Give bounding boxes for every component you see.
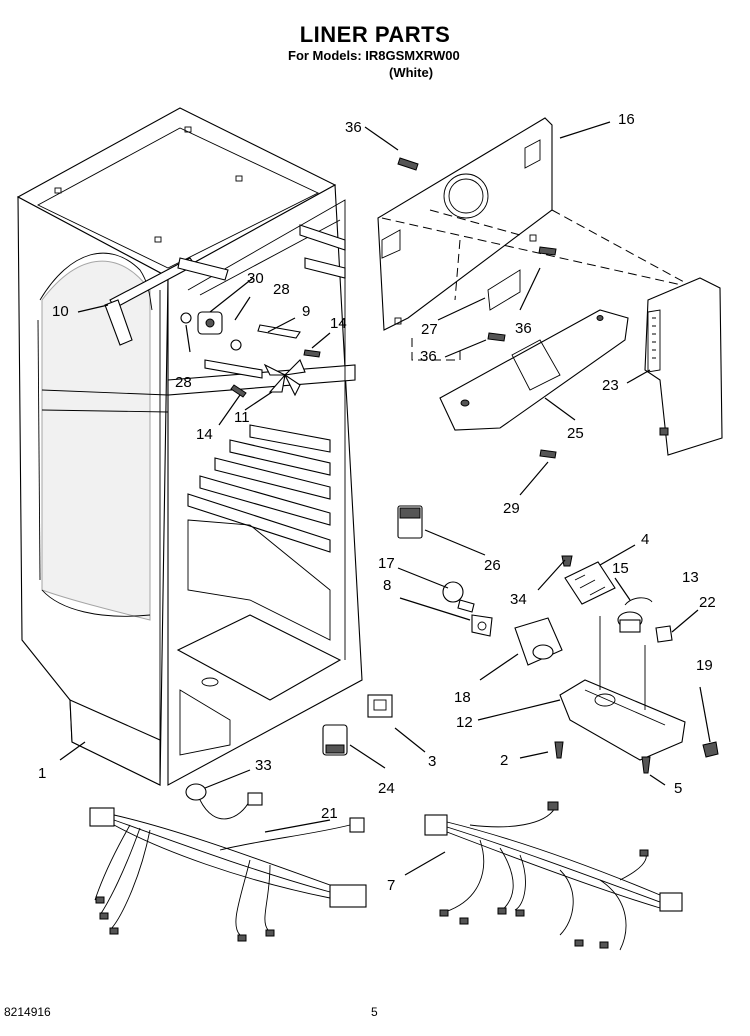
part-3-connector [367, 694, 393, 718]
part-29-screw [539, 449, 557, 459]
part-15-clip [624, 597, 653, 606]
page-number: 5 [371, 1005, 378, 1019]
callout-8: 8 [383, 577, 391, 594]
part-12-housing [559, 616, 686, 761]
shelf-rails [187, 224, 346, 553]
callout-30: 30 [247, 270, 264, 287]
callout-21: 21 [321, 805, 338, 822]
callout-11: 11 [234, 409, 250, 426]
callout-1: 1 [38, 765, 46, 782]
part-22-knob [655, 625, 673, 643]
callout-33: 33 [255, 757, 272, 774]
part-25-housing [439, 309, 629, 431]
part-14-screws [230, 349, 321, 398]
callout-34: 34 [510, 591, 527, 608]
part-11-fan-blade [263, 359, 306, 397]
callout-5: 5 [674, 780, 682, 797]
callout-15: 15 [612, 560, 629, 577]
callout-23: 23 [602, 377, 619, 394]
leader-lines [59, 121, 711, 876]
page-title: LINER PARTS [299, 22, 451, 47]
callout-28-left: 28 [175, 374, 192, 391]
callout-18: 18 [454, 689, 471, 706]
part-2-screw [554, 741, 564, 759]
callout-17: 17 [378, 555, 395, 572]
part-10-bracket [104, 257, 229, 346]
part-4-control [564, 561, 616, 605]
callout-26: 26 [484, 557, 501, 574]
callout-10: 10 [52, 303, 69, 320]
callout-12: 12 [456, 714, 473, 731]
doc-number: 8214916 [4, 1005, 51, 1019]
part-26-relay [397, 505, 423, 539]
callout-3: 3 [428, 753, 436, 770]
part-13-thermostat [617, 611, 643, 633]
color-line: (White) [389, 65, 434, 80]
part-9-bracket [204, 324, 301, 379]
callout-22: 22 [699, 594, 716, 611]
part-36-screws [397, 157, 557, 342]
models-line: For Models: IR8GSMXRW00 [288, 48, 460, 63]
callout-14-right: 14 [330, 315, 347, 332]
callout-36-mid: 36 [515, 320, 532, 337]
callout-27: 27 [421, 321, 438, 338]
callout-25: 25 [567, 425, 584, 442]
callout-29: 29 [503, 500, 520, 517]
callout-19: 19 [696, 657, 713, 674]
callout-36-top: 36 [345, 119, 362, 136]
part-19-switch [702, 741, 719, 758]
part-7-harness [424, 801, 683, 951]
callout-28-right: 28 [273, 281, 290, 298]
part-5-screw [641, 756, 651, 774]
callout-9: 9 [302, 303, 310, 320]
part-8-socket [471, 614, 493, 637]
part-30-motor [180, 311, 223, 335]
callout-7: 7 [387, 877, 395, 894]
callout-24: 24 [378, 780, 395, 797]
callout-36-low: 36 [420, 348, 437, 365]
callout-4: 4 [641, 531, 649, 548]
callout-13: 13 [682, 569, 699, 586]
part-21-harness [89, 783, 367, 942]
part-18-shield [514, 617, 563, 666]
part-23-duct [644, 277, 723, 456]
part-17-bulb [442, 581, 475, 613]
callout-labels: 1 2 3 4 5 7 8 9 10 11 12 13 14 14 15 16 … [38, 111, 716, 894]
part-24-switch [322, 724, 348, 756]
callout-14-left: 14 [196, 426, 213, 443]
callout-16: 16 [618, 111, 635, 128]
liner-cabinet [16, 107, 363, 786]
callout-2: 2 [500, 752, 508, 769]
